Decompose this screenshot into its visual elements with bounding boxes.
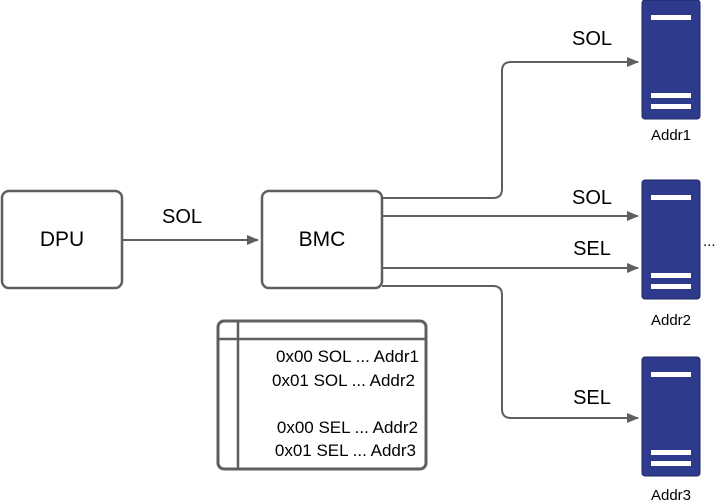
server-addr2: Addr2 [641, 179, 701, 329]
dpu-label: DPU [40, 228, 84, 251]
edge-label-addr2-sol: SOL [572, 187, 612, 209]
server-label-addr2: Addr2 [651, 312, 691, 329]
server-icon [641, 179, 701, 300]
bmc-label: BMC [299, 228, 346, 251]
edge-label-addr2-sel: SEL [573, 238, 611, 260]
server-label-addr1: Addr1 [651, 127, 691, 144]
table-row: 0x00 SOL ... Addr1 [276, 347, 419, 366]
table-row: 0x00 SEL ... Addr2 [277, 418, 418, 437]
dpu-node: DPU [0, 189, 124, 290]
connectors [122, 57, 639, 423]
server-addr1: Addr1 [641, 0, 701, 144]
edge-label-addr1: SOL [572, 28, 612, 50]
table-row: 0x01 SEL ... Addr3 [275, 441, 416, 460]
server-addr3: Addr3 [641, 356, 701, 504]
edge-label-dpu-bmc: SOL [162, 206, 202, 228]
ellipsis-more-servers: ... [703, 233, 716, 250]
edge-label-addr3: SEL [573, 387, 611, 409]
mapping-table: 0x00 SOL ... Addr1 0x01 SOL ... Addr2 0x… [216, 319, 428, 471]
edge-bmc-addr1 [382, 57, 639, 199]
server-icon [641, 0, 701, 120]
edge-bmc-addr3 [382, 285, 639, 423]
table-row: 0x01 SOL ... Addr2 [272, 371, 415, 390]
server-label-addr3: Addr3 [651, 487, 691, 504]
bmc-node: BMC [260, 189, 384, 290]
server-icon [641, 356, 701, 477]
